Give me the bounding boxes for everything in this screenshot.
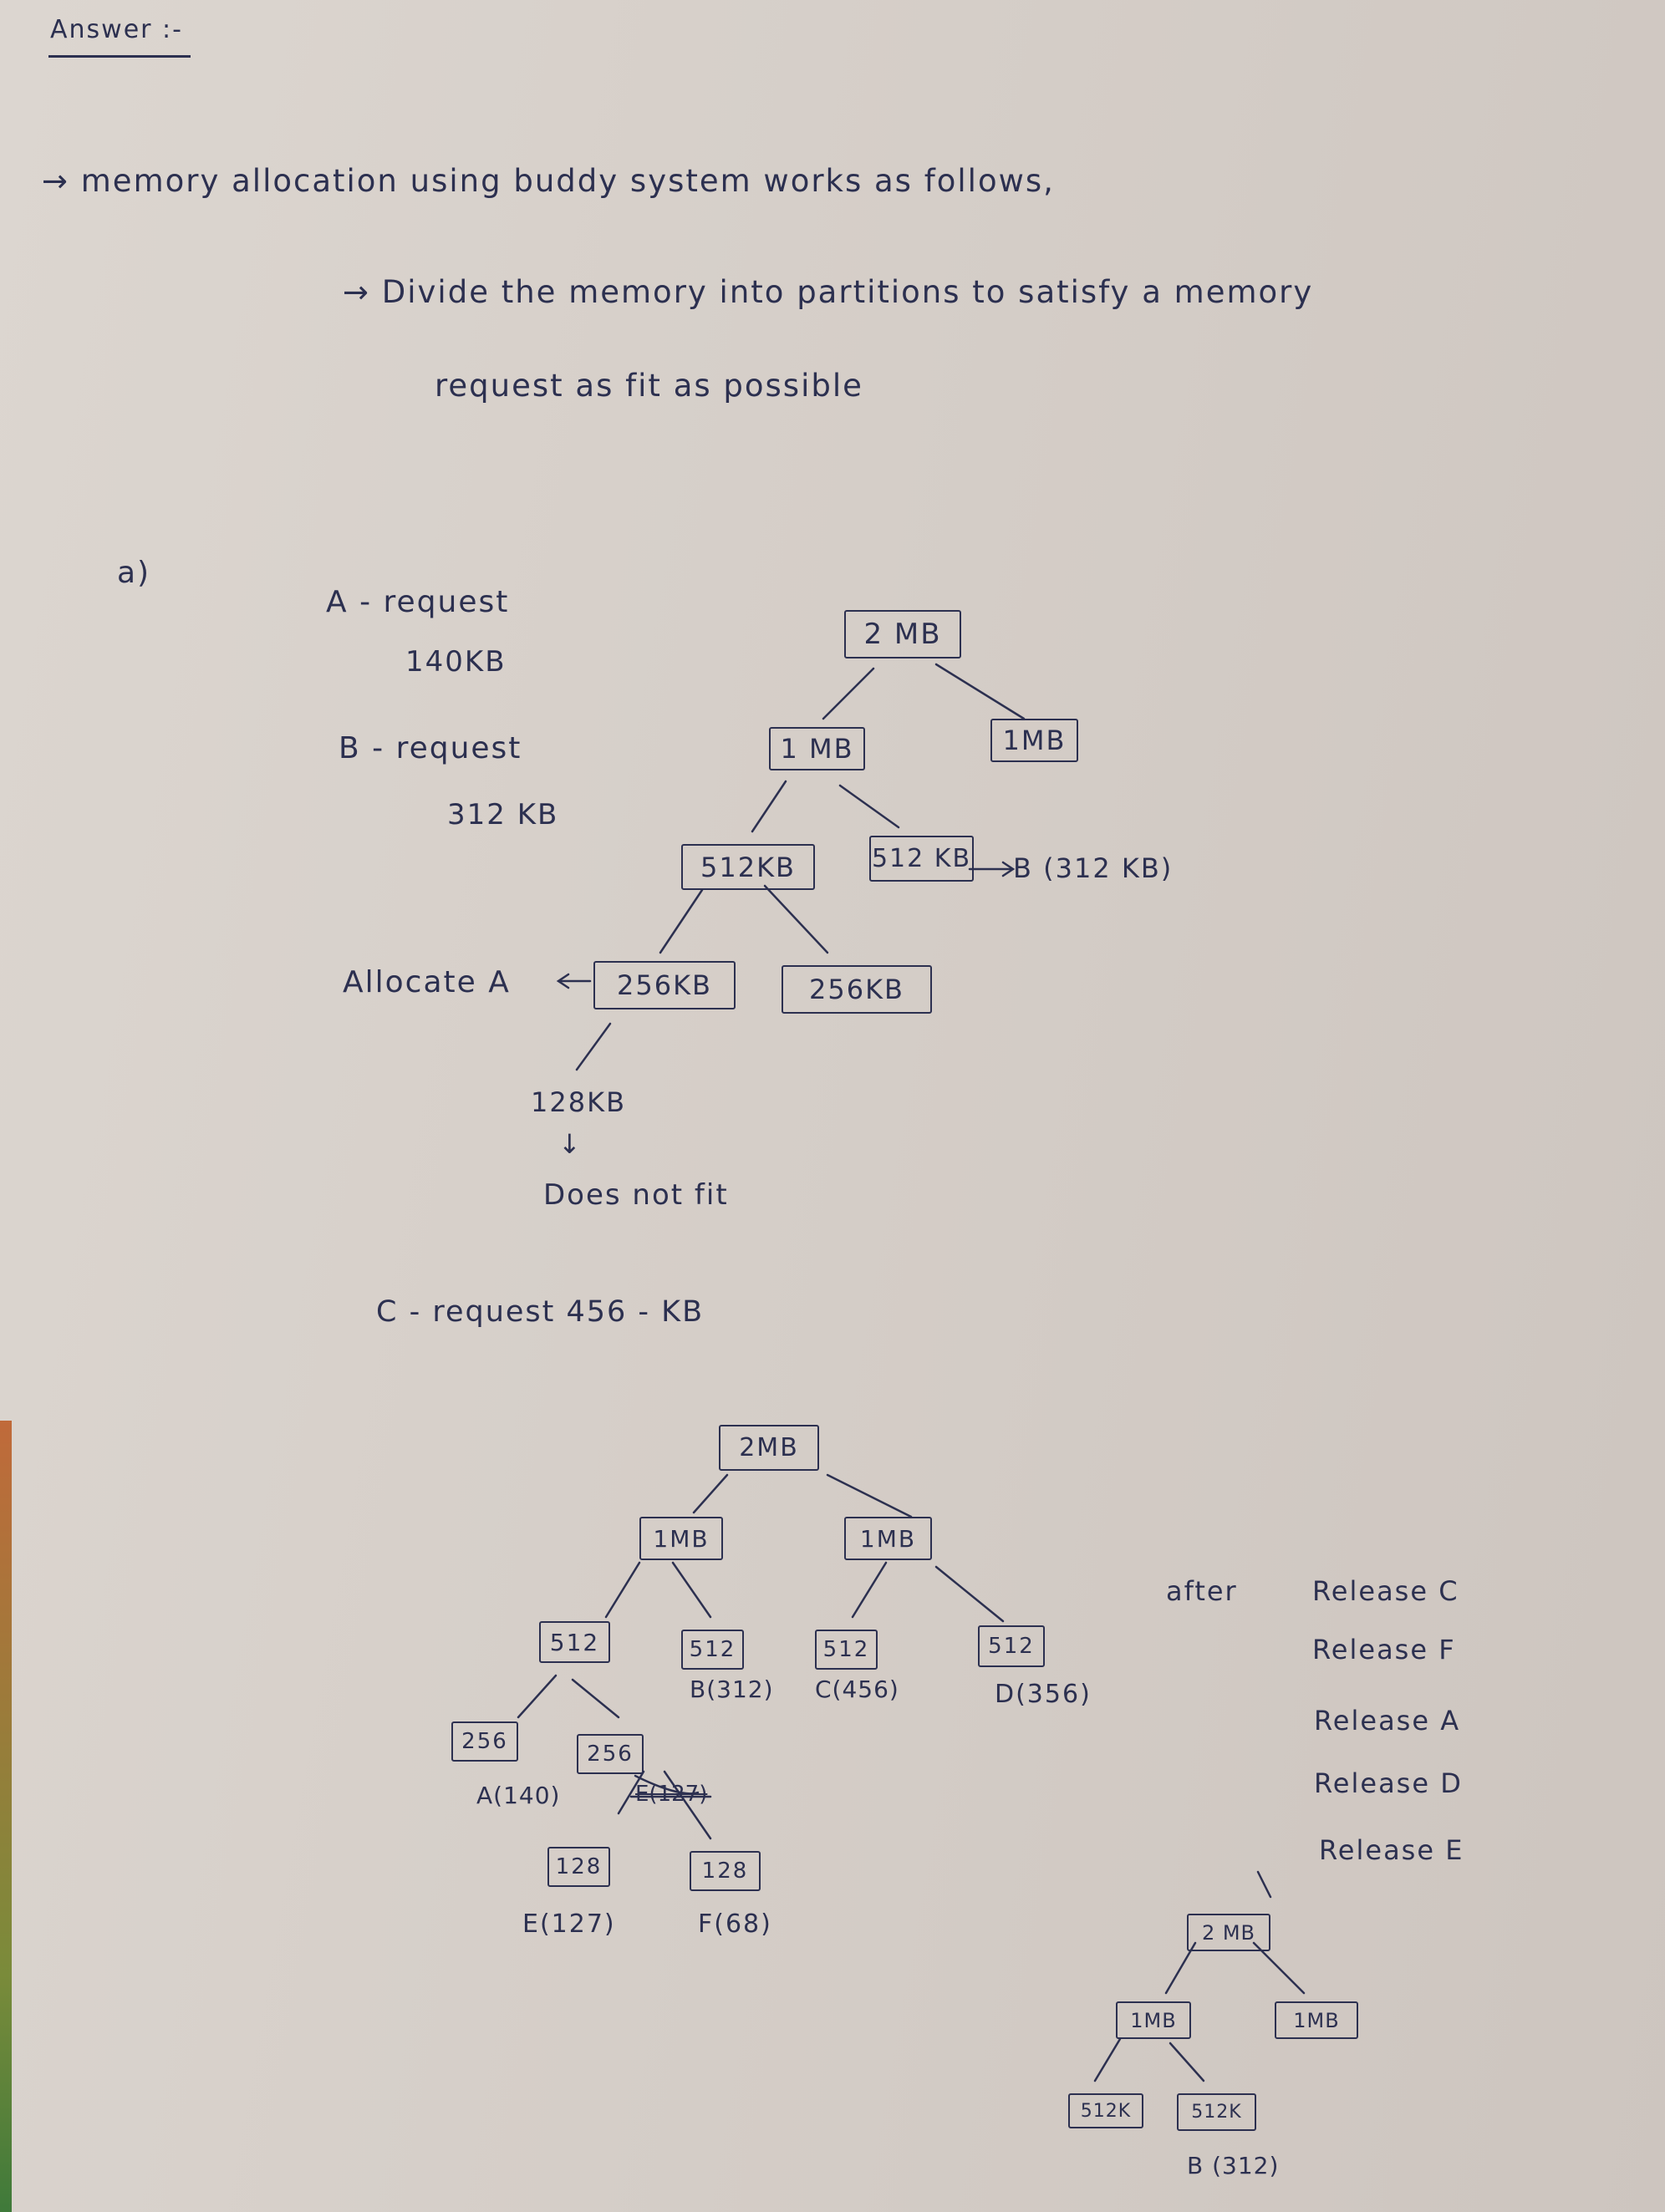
part-a-label: a) — [117, 556, 151, 590]
tree3-right-512-node: 512K — [1177, 2093, 1256, 2131]
tree2-c-label: C(456) — [815, 1676, 899, 1703]
tree2-root-node: 2MB — [719, 1425, 819, 1471]
tree1-left-256-node: 256KB — [593, 961, 736, 1009]
after-label: after — [1166, 1575, 1238, 1607]
a-request-label: A - request — [326, 585, 510, 619]
tree1-does-not-fit: Does not fit — [543, 1178, 729, 1212]
tree2-128-node-2: 128 — [690, 1851, 761, 1891]
tree2-e-label: E(127) — [522, 1909, 616, 1939]
tree2-left-1mb-node: 1MB — [639, 1517, 723, 1560]
tree3-left-1mb-node: 1MB — [1116, 2001, 1191, 2039]
tree1-left-512-node: 512KB — [681, 844, 815, 890]
tree2-256-node-2: 256 — [577, 1734, 644, 1774]
intro-line-2: → Divide the memory into partitions to s… — [343, 274, 1314, 310]
answer-underline — [48, 55, 191, 58]
tree3-b-label: B (312) — [1187, 2152, 1280, 2179]
tree1-right-512-node: 512 KB — [869, 836, 974, 882]
tree2-d-label: D(356) — [995, 1680, 1092, 1709]
b-request-label: B - request — [339, 731, 522, 765]
tree2-b-label: B(312) — [690, 1676, 774, 1703]
tree1-right-256-node: 256KB — [782, 965, 932, 1014]
release-item-5: Release E — [1319, 1834, 1464, 1866]
tree2-struck-label: E(127) — [635, 1782, 708, 1807]
tree2-f-label: F(68) — [698, 1909, 772, 1939]
release-item-2: Release F — [1312, 1634, 1456, 1665]
page-edge-background — [0, 1421, 12, 2212]
tree2-512-node-4: 512 — [978, 1625, 1045, 1667]
a-request-size: 140KB — [405, 645, 507, 679]
tree2-256-node-1: 256 — [451, 1721, 518, 1762]
release-item-3: Release A — [1314, 1705, 1461, 1737]
tree2-128-node-1: 128 — [547, 1847, 610, 1887]
c-request-label: C - request 456 - KB — [376, 1295, 705, 1329]
tree1-left-1mb-node: 1 MB — [769, 727, 865, 770]
tree1-right-1mb-node: 1MB — [990, 719, 1078, 762]
tree1-root-node: 2 MB — [844, 610, 961, 659]
tree2-right-1mb-node: 1MB — [844, 1517, 932, 1560]
tree3-right-1mb-node: 1MB — [1275, 2001, 1358, 2039]
tree2-512-node-1: 512 — [539, 1621, 610, 1663]
release-item-1: Release C — [1312, 1575, 1459, 1607]
tree2-512-node-2: 512 — [681, 1630, 744, 1670]
tree2-512-node-3: 512 — [815, 1630, 878, 1670]
tree3-left-512-node: 512K — [1068, 2093, 1143, 2128]
tree3-root-node: 2 MB — [1187, 1914, 1270, 1951]
intro-line-1: → memory allocation using buddy system w… — [42, 163, 1055, 199]
tree2-a-label: A(140) — [476, 1782, 561, 1809]
tree1-down-arrow: ↓ — [558, 1128, 583, 1160]
release-item-4: Release D — [1314, 1767, 1463, 1799]
b-request-size: 312 KB — [447, 798, 559, 831]
tree1-b-allocation: B (312 KB) — [1013, 852, 1174, 884]
intro-line-3: request as fit as possible — [435, 368, 863, 404]
tree1-128kb-note: 128KB — [531, 1086, 627, 1118]
answer-heading: Answer :- — [50, 15, 183, 44]
allocate-a-label: Allocate A — [343, 965, 511, 999]
